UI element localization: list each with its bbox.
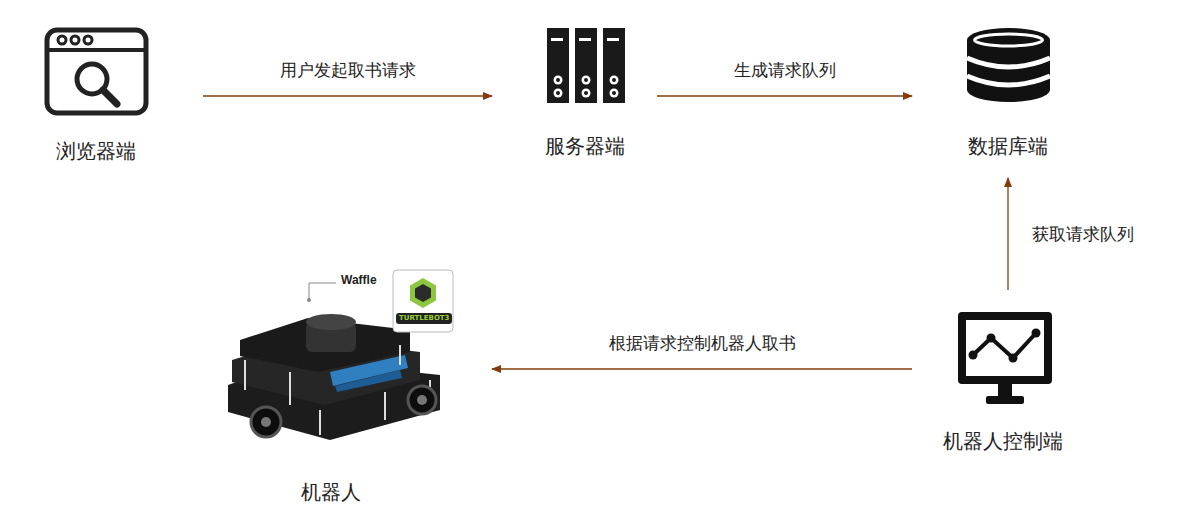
server-icon (547, 28, 625, 103)
node-label: 机器人控制端 (925, 428, 1081, 454)
flow-arrow (1007, 178, 1008, 290)
edge-label: 获取请求队列 (1030, 222, 1136, 246)
icon-node: 数据库端 (950, 24, 1066, 159)
model-name: Waffle (341, 272, 377, 288)
node-label: 服务器端 (530, 133, 640, 159)
icon-node: 浏览器端 (38, 24, 153, 164)
edge-label: 根据请求控制机器人取书 (607, 331, 798, 355)
flow-arrow (657, 95, 912, 96)
monitor-icon (958, 312, 1052, 404)
icon-node: 机器人控制端 (925, 308, 1081, 454)
node-label: 机器人 (215, 479, 447, 505)
edge-label: 用户发起取书请求 (278, 58, 418, 82)
browser-icon (47, 30, 146, 113)
icon-node: 服务器端 (530, 24, 640, 159)
icon-node: 机器人 (215, 265, 447, 505)
node-label: 浏览器端 (38, 138, 153, 164)
database-icon (967, 28, 1050, 102)
robot-illustration (228, 270, 453, 440)
node-label: 数据库端 (950, 133, 1066, 159)
edge-label: 生成请求队列 (732, 58, 838, 82)
flow-arrow (492, 368, 912, 369)
logo-text: TURTLEBOT3 (396, 313, 452, 324)
flow-arrow (203, 95, 492, 96)
